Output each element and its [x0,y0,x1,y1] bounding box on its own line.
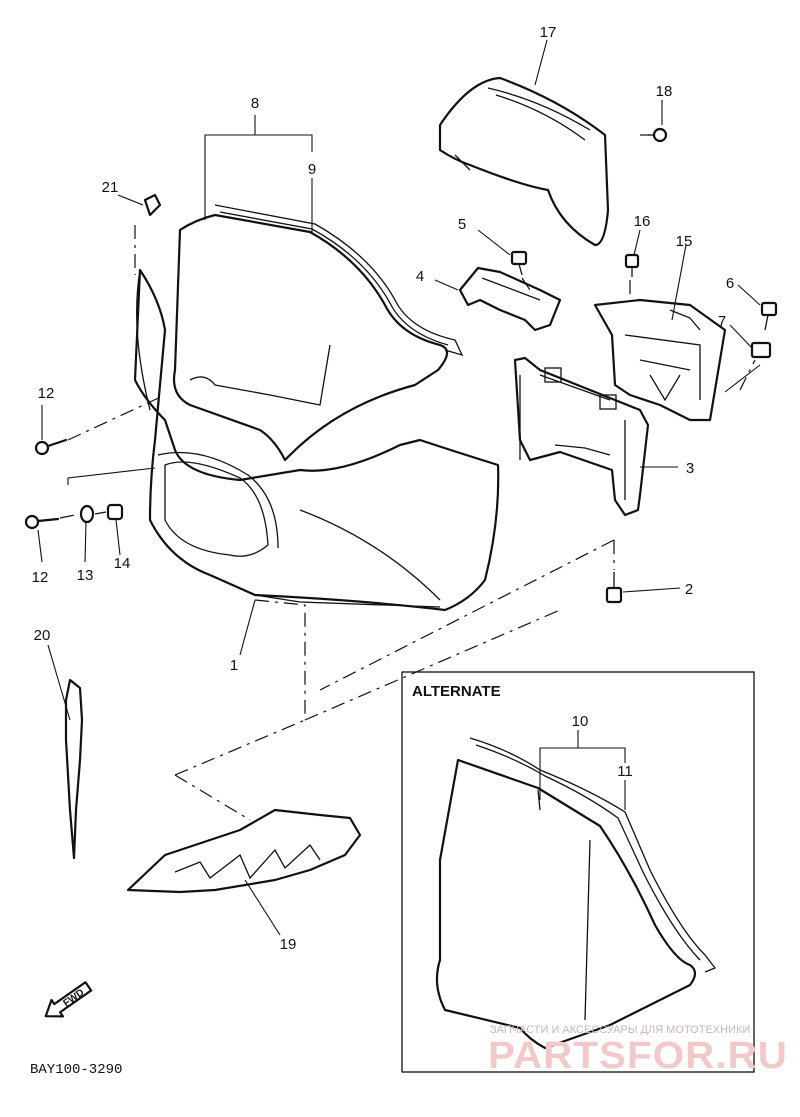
callout-14: 14 [114,555,131,572]
part-15-stay [593,298,727,422]
callout-12-upper: 12 [38,385,55,402]
watermark-subtitle: ЗАПЧАСТИ И АКСЕССУАРЫ ДЛЯ МОТОТЕХНИКИ [490,1024,750,1036]
fwd-arrow: FWD [44,981,93,1018]
diagram-code: BAY100-3290 [30,1062,122,1078]
callout-labels: 1 2 3 4 5 6 7 8 9 10 11 12 12 13 14 15 1… [32,24,735,953]
callout-10: 10 [572,713,589,730]
part-3-frame [513,356,650,517]
alternate-title: ALTERNATE [412,683,501,700]
part-5-bolt [510,250,528,276]
part-16-bolt [624,253,640,277]
assembly-lines [59,134,756,821]
part-8-windscreen [172,204,464,462]
callout-8: 8 [251,95,259,112]
callout-15: 15 [676,233,693,250]
callout-1: 1 [230,657,238,674]
fwd-label: FWD [61,987,86,1009]
callout-20: 20 [34,627,51,644]
callout-19: 19 [280,936,297,953]
part-13-washer [79,504,95,524]
callout-21: 21 [102,179,119,196]
watermark-brand: PARTSFOR.RU [488,1035,788,1077]
part-18-grommet [648,127,668,143]
callout-17: 17 [540,24,557,41]
part-21-clip [143,193,162,217]
callout-2: 2 [685,581,693,598]
part-4-bracket [458,266,562,332]
leader-lines [37,39,761,936]
callout-5: 5 [458,216,466,233]
part-6-bolt [760,301,778,331]
part-12-screw-upper [34,438,68,456]
part-19-panel [126,808,362,894]
alternate-box: ALTERNATE [401,671,755,1073]
callout-13: 13 [77,567,94,584]
part-2-bolt [605,572,623,604]
part-10-alt-windscreen [435,737,717,1050]
part-17-upper-cover [438,76,610,247]
callout-4: 4 [416,268,424,285]
part-1-fairing [133,268,500,612]
part-20-strip [64,678,84,860]
callout-7: 7 [718,313,726,330]
callout-16: 16 [634,213,651,230]
callout-11: 11 [617,763,633,780]
callout-12-lower: 12 [32,569,49,586]
part-14-grommet [106,503,124,521]
callout-9: 9 [308,161,316,178]
watermark: ЗАПЧАСТИ И АКСЕССУАРЫ ДЛЯ МОТОТЕХНИКИ PA… [488,1024,788,1077]
callout-18: 18 [656,83,673,100]
part-12-screw-lower [24,514,60,530]
callout-3: 3 [686,460,694,477]
part-7-nut [750,341,772,359]
callout-6: 6 [726,275,734,292]
